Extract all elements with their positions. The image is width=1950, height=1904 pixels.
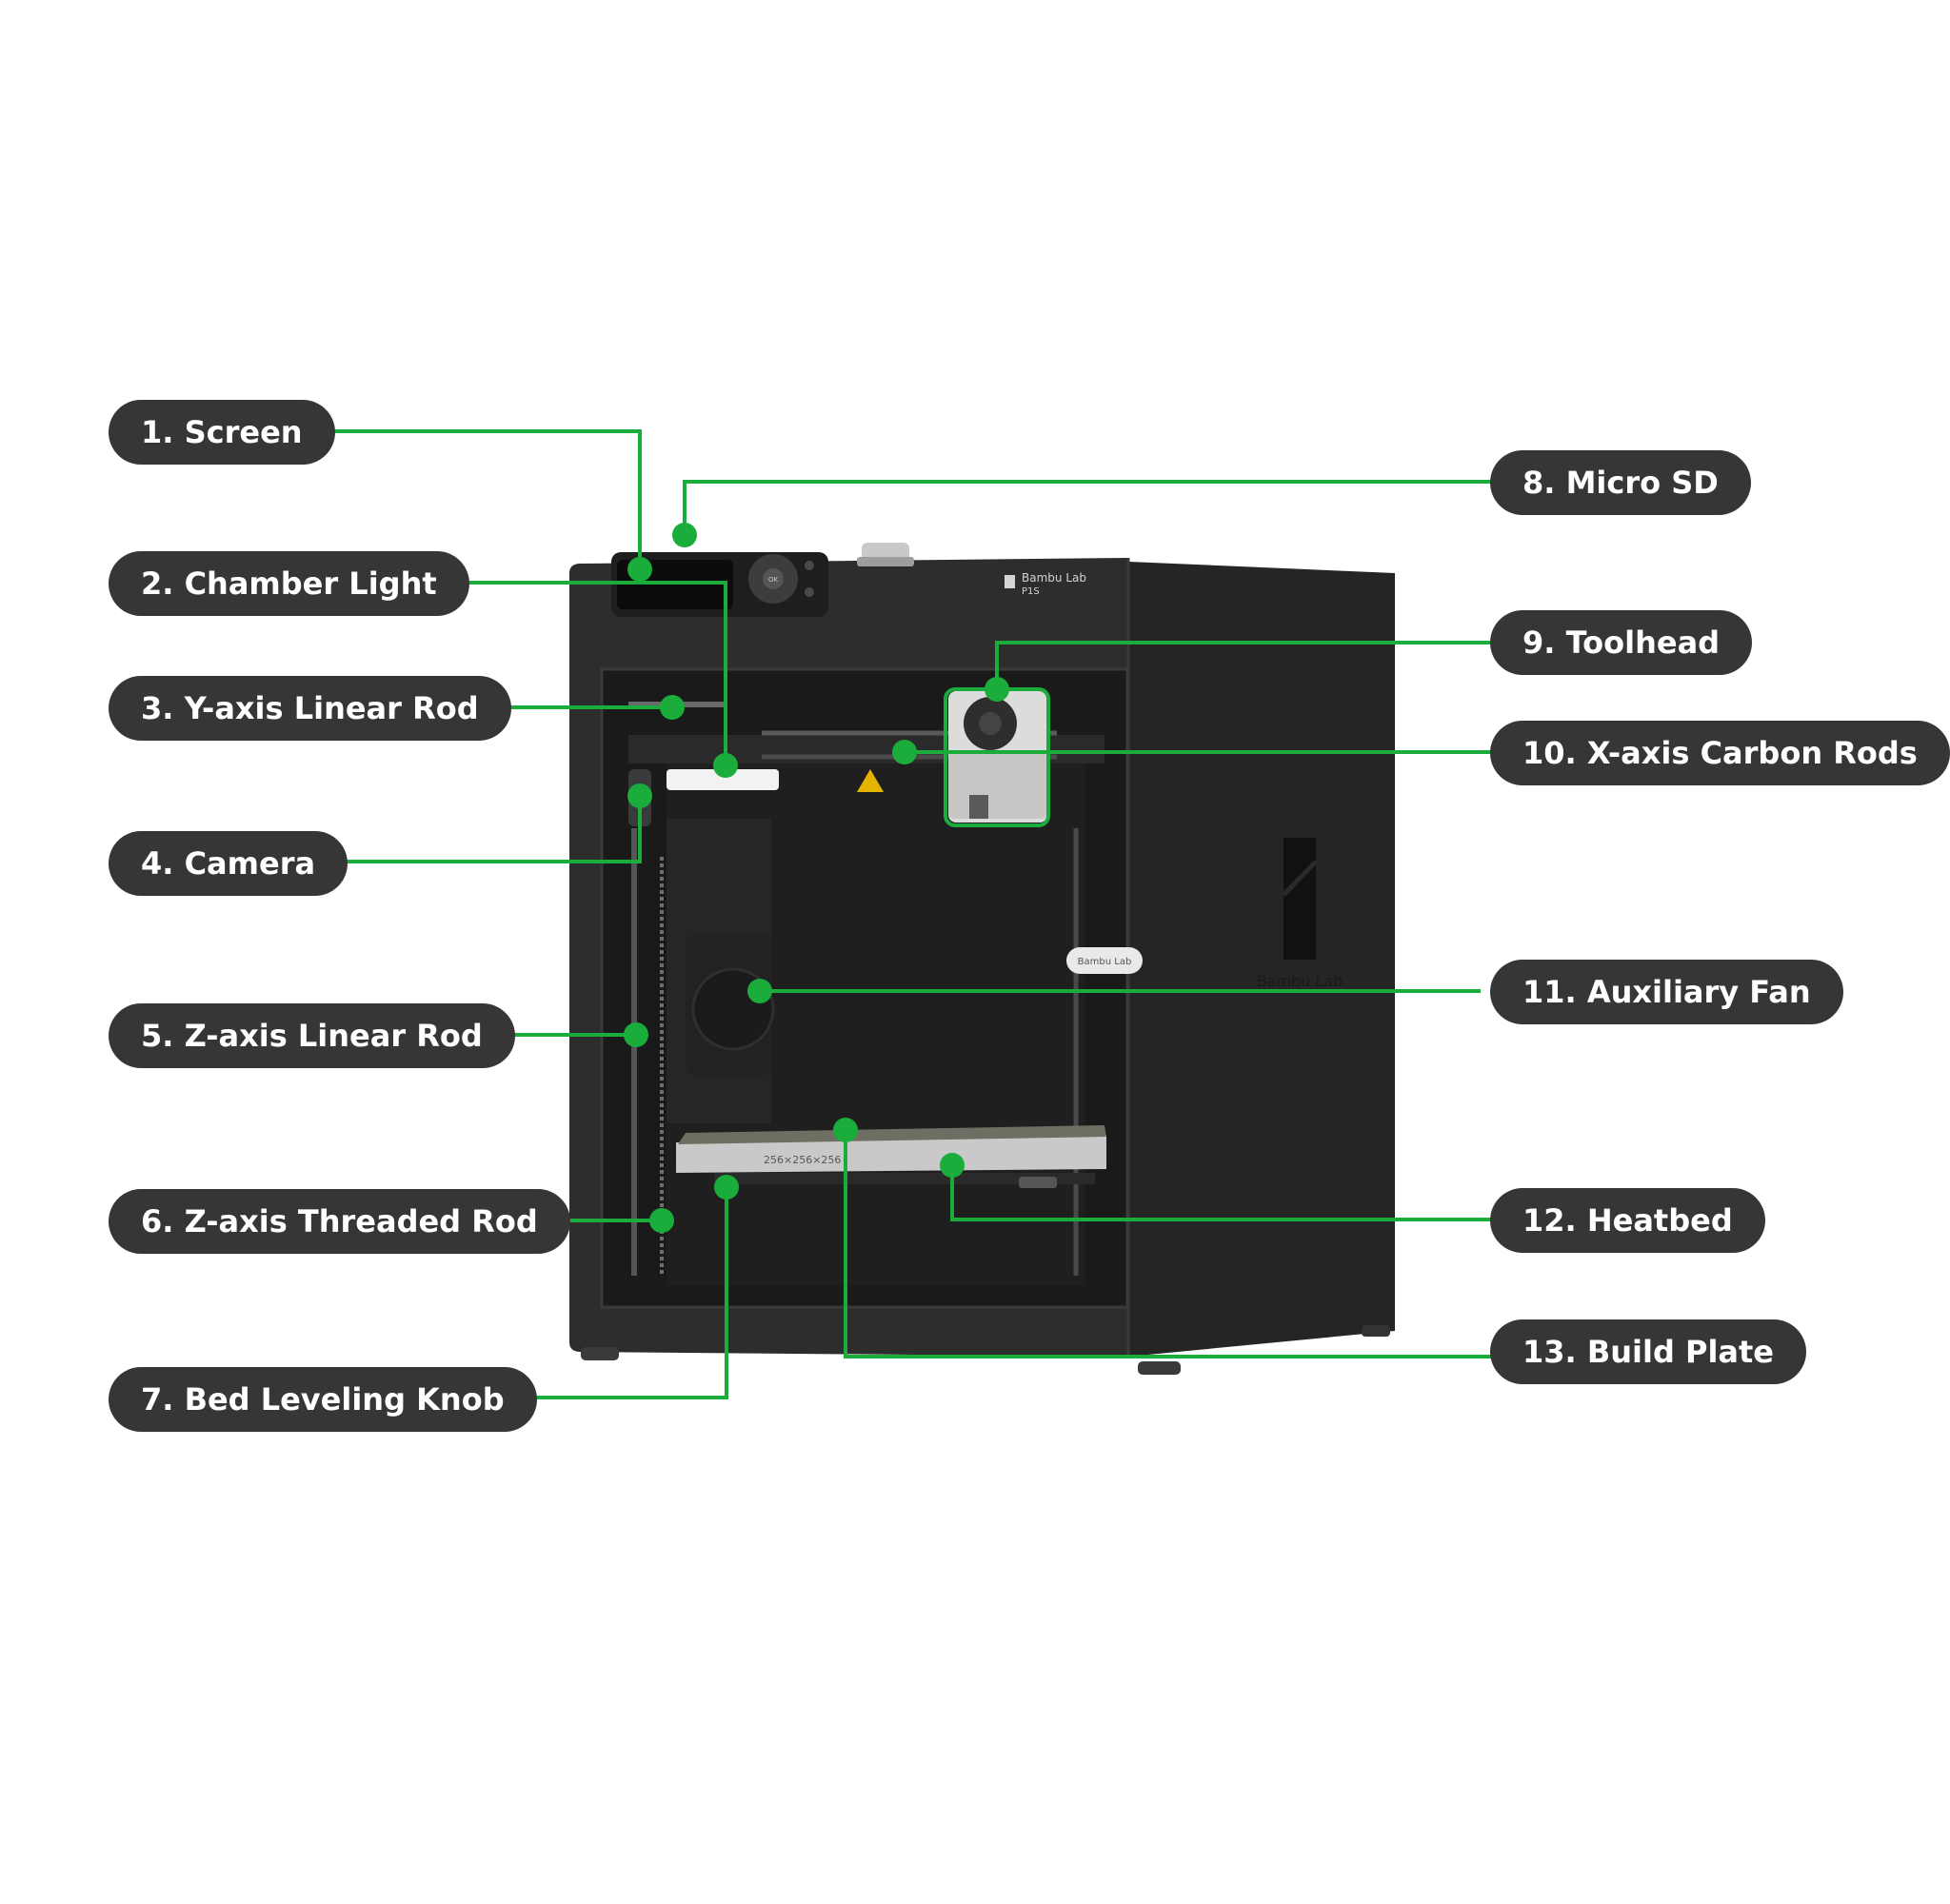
printer-side-panel [1128,562,1395,1357]
heatbed-base [714,1173,1095,1184]
label-auxiliary-fan: 11. Auxiliary Fan [1490,960,1843,1024]
leader-dot-camera [627,783,652,808]
leader-dot-z-axis-threaded-rod [649,1208,674,1233]
label-screen: 1. Screen [109,400,335,465]
leader-dot-toolhead [985,677,1009,702]
toolhead-nozzle-area [969,795,988,819]
screen-side-button-bottom [805,587,814,597]
side-logo-mark [1283,838,1316,960]
label-x-axis-carbon-rods: 10. X-axis Carbon Rods [1490,721,1950,785]
label-toolhead: 9. Toolhead [1490,610,1753,675]
door-handle-text: Bambu Lab [1078,957,1132,967]
label-build-plate: 13. Build Plate [1490,1319,1806,1384]
screen-side-button-top [805,561,814,570]
leader-line-micro-sd [683,480,1492,535]
leader-line-chamber-light [419,581,727,765]
door-handle [1066,947,1143,974]
printer-illustration: 256×256×256 Bambu Lab OK Bambu Lab P1S B… [300,429,1492,1399]
leader-line-camera [314,796,642,863]
label-heatbed: 12. Heatbed [1490,1188,1765,1253]
printer-foot-left [581,1347,619,1360]
front-model-text: P1S [1022,586,1040,597]
diagram-stage: 256×256×256 Bambu Lab OK Bambu Lab P1S B… [109,400,1950,1432]
label-z-axis-threaded-rod: 6. Z-axis Threaded Rod [109,1189,570,1254]
side-logo-text: Bambu Lab [1257,972,1343,990]
screen-ok-text: OK [768,576,779,584]
leader-dot-x-axis-carbon-rods [892,740,917,764]
leader-lines [300,429,1492,1399]
leader-line-screen [300,429,642,569]
chamber-light-bar [667,769,779,790]
leader-dot-y-axis-linear-rod [660,695,685,720]
build-plate-text: 256×256×256 [764,1154,841,1166]
label-y-axis-linear-rod: 3. Y-axis Linear Rod [109,676,511,741]
label-z-axis-linear-rod: 5. Z-axis Linear Rod [109,1003,515,1068]
toolhead-fan-hub [979,712,1002,735]
screen-ok-button [763,568,784,589]
leader-dot-chamber-light [713,753,738,778]
leader-line-toolhead [995,641,1492,689]
label-micro-sd: 8. Micro SD [1490,450,1751,515]
front-brand-text: Bambu Lab [1022,571,1086,585]
leader-dot-bed-leveling-knob [714,1175,739,1200]
side-logo-slash [1282,860,1318,897]
leader-dot-heatbed [940,1153,965,1178]
chamber-window-frame [600,667,1129,1309]
leader-line-bed-leveling-knob [473,1187,728,1399]
leader-line-heatbed [950,1165,1492,1221]
leader-dot-z-axis-linear-rod [624,1022,648,1047]
leader-dot-build-plate [833,1118,858,1142]
front-logo-icon [1005,575,1015,588]
leader-dot-screen [627,557,652,582]
printer-foot-back [1362,1325,1390,1337]
label-bed-leveling-knob: 7. Bed Leveling Knob [109,1367,537,1432]
label-chamber-light: 2. Chamber Light [109,551,469,616]
filament-port-base [857,557,914,566]
leader-dot-auxiliary-fan [747,979,772,1003]
build-plate-shape [676,1135,1106,1173]
toolhead-lower [948,752,1047,819]
leader-dot-micro-sd [672,523,697,547]
warning-icon [857,769,884,792]
printer-foot-right [1138,1361,1181,1375]
build-plate-top [678,1125,1106,1144]
label-camera: 4. Camera [109,831,348,896]
leader-line-build-plate [844,1130,1492,1359]
heatbed-foot [1019,1177,1057,1188]
